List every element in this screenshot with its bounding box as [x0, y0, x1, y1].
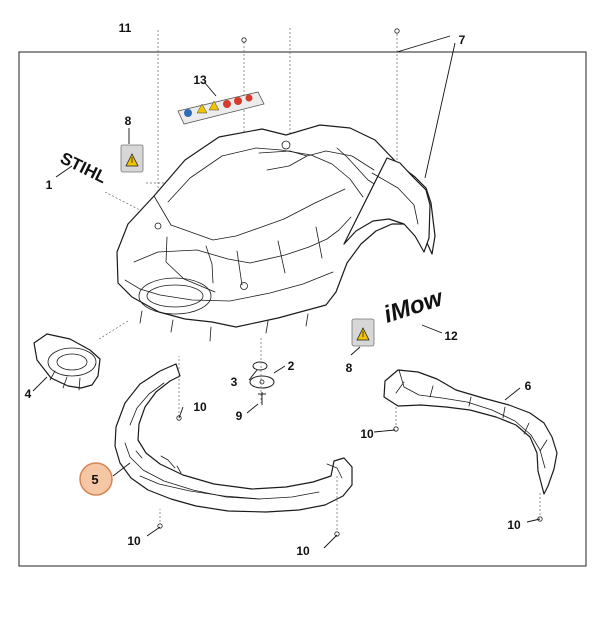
front-insert-4 [33, 333, 101, 391]
warning-sticker-8-top [120, 144, 144, 173]
label-3: 3 [231, 375, 238, 389]
leader-13 [204, 82, 217, 97]
warning-sticker-13 [177, 91, 265, 125]
label-8-top: 8 [125, 114, 132, 128]
label-5: 5 [91, 472, 98, 487]
label-9: 9 [236, 409, 243, 423]
label-10-bottom-left: 10 [127, 534, 141, 548]
center-hardware [249, 361, 275, 405]
leader-5 [112, 462, 131, 477]
leader-6 [504, 387, 521, 401]
label-10-bottom-center: 10 [296, 544, 310, 558]
label-13: 13 [193, 73, 207, 87]
label-6: 6 [525, 379, 532, 393]
label-7: 7 [459, 33, 466, 47]
label-8-bottom: 8 [346, 361, 353, 375]
leader-10-bottom-center [323, 534, 338, 549]
front-bumper-5 [114, 363, 353, 513]
leader-7 [396, 35, 451, 53]
label-2: 2 [288, 359, 295, 373]
label-10-right-upper: 10 [360, 427, 374, 441]
rear-bumper-6 [383, 369, 558, 495]
leader-2 [273, 365, 286, 374]
highlight-circle-5 [79, 462, 113, 496]
leader-8-bottom [350, 346, 361, 356]
front-insert-link [98, 320, 129, 340]
leader-10-right-upper [373, 429, 396, 433]
screws-10 [157, 28, 543, 537]
leader-12 [421, 324, 443, 334]
main-cover-7 [116, 124, 436, 342]
label-10-left-upper: 10 [193, 400, 207, 414]
leader-4 [32, 376, 48, 392]
rear-arch [343, 157, 431, 253]
warning-sticker-8-bottom [351, 318, 375, 347]
leader-3 [248, 369, 258, 381]
leader-9 [246, 403, 259, 414]
diagram-frame [18, 51, 587, 567]
label-4: 4 [25, 387, 32, 401]
imow-logo-text: iMow [381, 284, 448, 329]
leader-10-right-bottom [526, 518, 541, 523]
leader-10-bottom-left [146, 526, 161, 537]
leader-main-cover-7 [424, 42, 456, 179]
label-1: 1 [46, 178, 53, 192]
label-12: 12 [444, 329, 458, 343]
rear-arch-detail [371, 172, 419, 225]
label-10-right-bottom: 10 [507, 518, 521, 532]
label-11: 11 [119, 21, 132, 35]
leader-1 [55, 165, 73, 178]
stihl-logo-text: STIHL [57, 149, 109, 188]
leader-10-left-upper [178, 406, 184, 419]
